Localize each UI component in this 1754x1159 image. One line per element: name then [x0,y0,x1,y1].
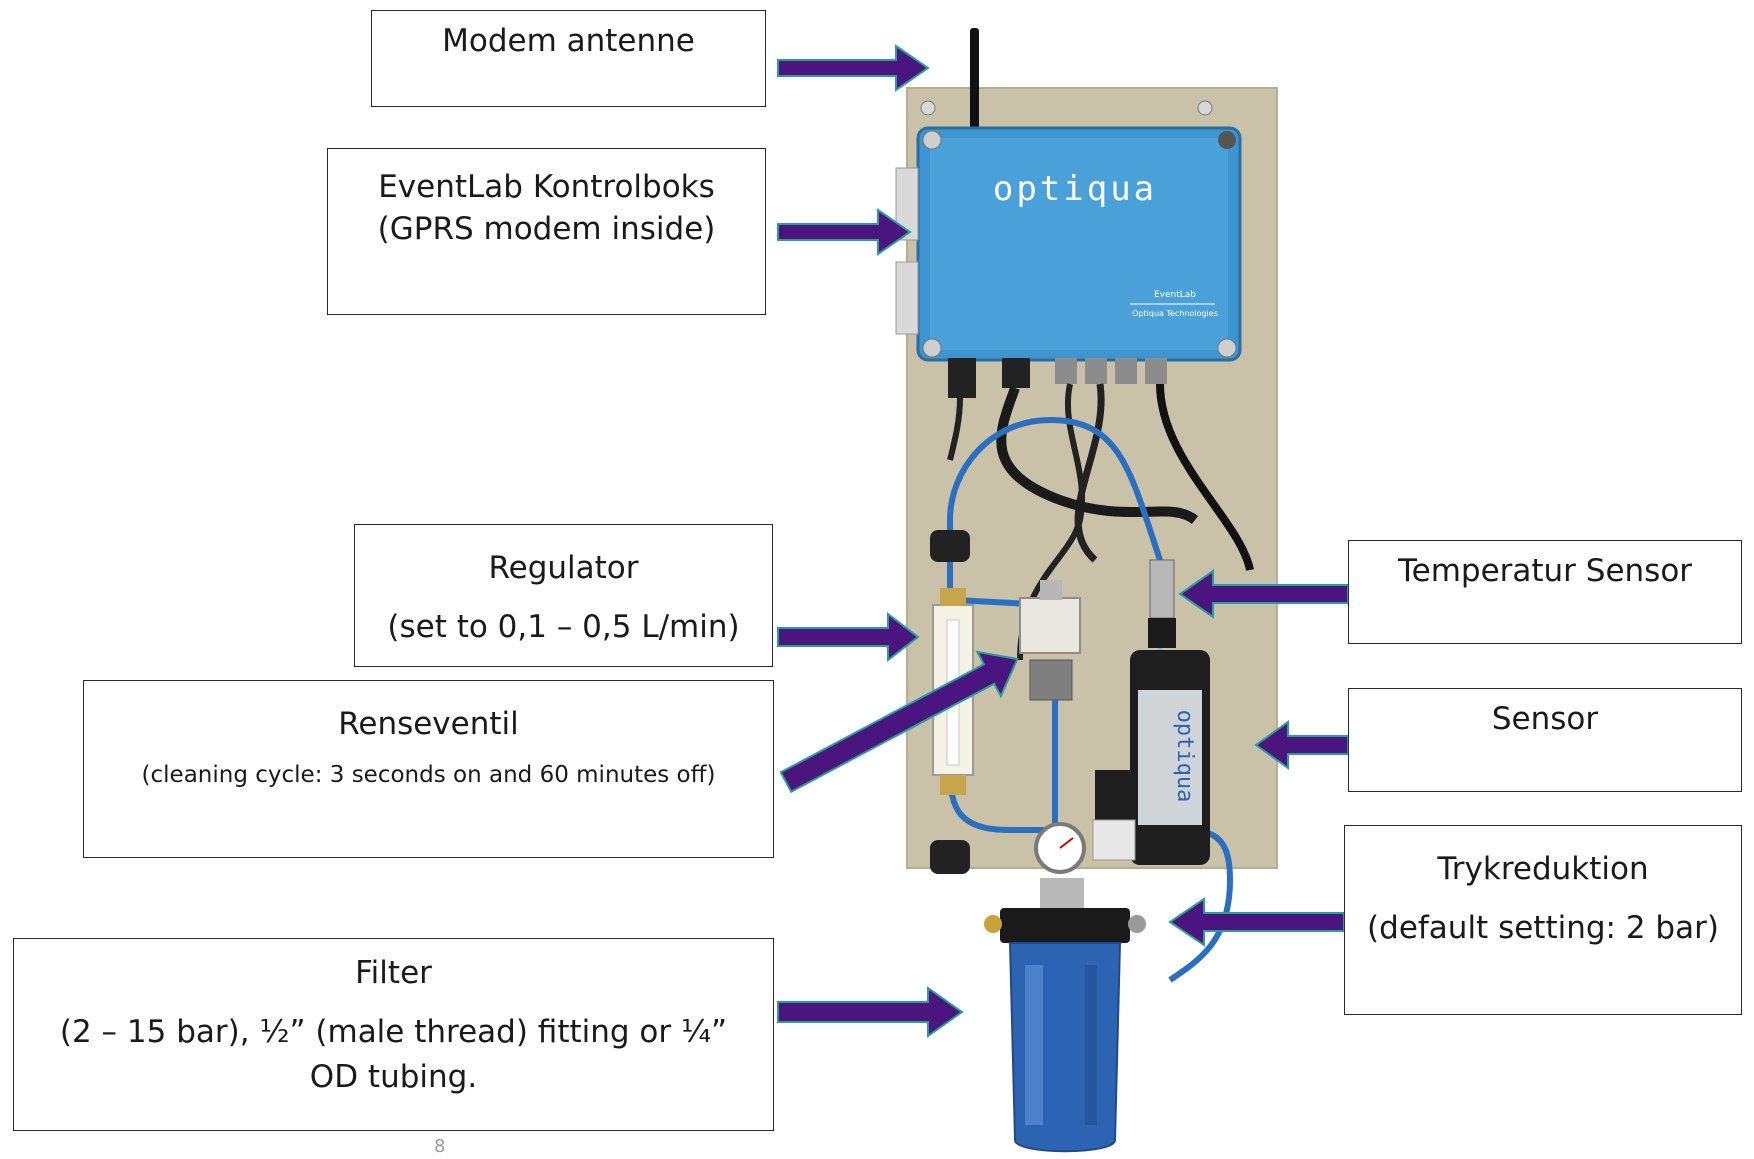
arrow-modem-antenne [777,44,930,92]
callout-trykreduktion: Trykreduktion (default setting: 2 bar) [1344,825,1742,1015]
filter-head [1000,908,1130,943]
box-latch [895,167,919,241]
arrow-trykreduktion [1168,897,1345,947]
callout-title: Regulator [488,550,639,586]
callout-renseventil: Renseventil (cleaning cycle: 3 seconds o… [83,680,774,858]
callout-title: EventLab Kontrolboks [378,169,715,205]
callout-subtitle: (default setting: 2 bar) [1367,909,1719,946]
callout-kontrolboks: EventLab Kontrolboks (GPRS modem inside) [327,148,766,315]
callout-title: Filter [355,955,432,991]
arrow-temperatur [1178,569,1349,619]
callout-subtitle: (GPRS modem inside) [377,210,716,247]
brand-logo: optiqua [993,169,1157,209]
callout-subtitle: (set to 0,1 – 0,5 L/min) [387,608,740,645]
callout-sensor: Sensor [1348,688,1742,792]
arrow-sensor [1254,720,1349,770]
callout-regulator: Regulator (set to 0,1 – 0,5 L/min) [354,524,773,667]
arrow-filter [777,986,964,1038]
callout-title: Trykreduktion [1437,851,1649,887]
callout-filter: Filter (2 – 15 bar), ½” (male thread) fi… [13,938,774,1131]
product-label: EventLab [1154,290,1196,300]
arrow-kontrolboks [777,208,912,256]
callout-title: Temperatur Sensor [1397,553,1693,589]
callout-modem-antenne: Modem antenne [371,10,766,107]
temperature-sensor-fitting [1149,559,1175,619]
callout-subtitle: (cleaning cycle: 3 seconds on and 60 min… [141,761,716,788]
callout-subtitle: (2 – 15 bar), ½” (male thread) fitting o… [59,1013,728,1095]
antenna [970,28,979,140]
page-marker: 8 [434,1136,446,1157]
arrow-regulator [777,611,920,663]
box-latch [895,261,919,335]
callout-title: Renseventil [338,706,519,742]
arrow-renseventil [779,650,1019,794]
solenoid-valve [1019,597,1081,654]
pressure-regulator [1095,770,1131,820]
panel-screw [920,100,936,116]
panel-screw [1197,100,1213,116]
callout-title: Sensor [1491,701,1599,737]
company-label: Optiqua Technologies [1132,309,1218,318]
callout-temperatur: Temperatur Sensor [1348,540,1742,644]
sensor-brand: optiqua [1172,710,1197,803]
callout-title: Modem antenne [442,23,695,59]
